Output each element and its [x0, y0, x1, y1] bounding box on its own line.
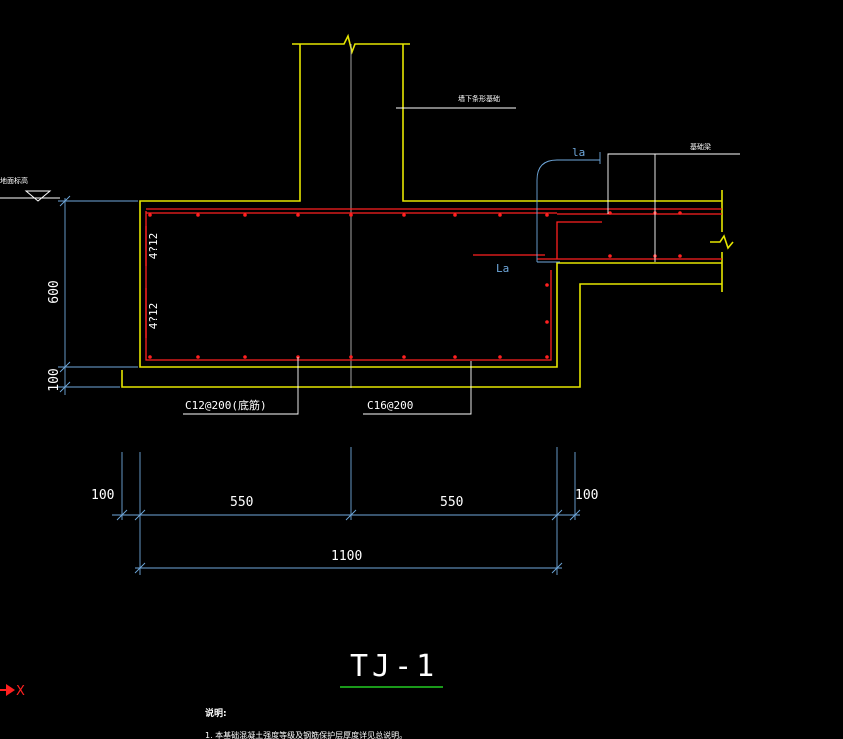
leader-bottom-right [363, 361, 472, 415]
dim-height-main: 600 [47, 280, 62, 303]
notes-heading: 说明: [205, 707, 227, 719]
wall-top-break [292, 33, 410, 55]
rebar-bottom-left-label: C12@200(底筋) [185, 398, 267, 412]
beam-label: 基础梁 [690, 142, 711, 151]
dim-left-offset: 100 [91, 488, 114, 503]
leader-lines [0, 107, 740, 415]
dim-height-bottom: 100 [47, 368, 62, 391]
dimension-lines [58, 152, 601, 575]
concrete-outline [121, 33, 734, 388]
side-bar-bottom-label: 4?12 [147, 303, 160, 330]
rebar-bottom-right-label: C16@200 [367, 399, 413, 412]
ground-level-symbol [24, 190, 52, 202]
ucs-axis-icon: X [0, 684, 25, 699]
side-bar-top-label: 4?12 [147, 233, 160, 260]
notes-line-1: 1. 本基础混凝土强度等级及钢筋保护层厚度详见总说明。 [205, 730, 407, 739]
drawing-title: TJ-1 [350, 649, 438, 684]
rebar-dots [148, 211, 682, 359]
wall-stem-right-edge [402, 44, 722, 202]
la-top-label: la [572, 146, 585, 159]
wall-label: 墙下条形基础 [458, 94, 500, 103]
leader-beam [607, 153, 740, 214]
ground-label: 地面标高 [0, 176, 28, 185]
dim-total-width: 1100 [331, 549, 362, 564]
la-hook-top [536, 159, 600, 262]
la-mid-label: La [496, 262, 509, 275]
beam-end-break [710, 234, 734, 250]
dim-right-offset: 100 [575, 488, 598, 503]
anchor-bar [556, 221, 602, 259]
cushion-layer [121, 283, 722, 388]
main-rebar-loop [145, 211, 552, 361]
dim-half-right: 550 [440, 495, 463, 510]
rebar-group [145, 208, 722, 361]
dim-half-left: 550 [230, 495, 253, 510]
axis-x-label: X [16, 684, 25, 699]
leader-bottom-left [183, 357, 299, 415]
wall-stem-left-edge [139, 44, 722, 368]
